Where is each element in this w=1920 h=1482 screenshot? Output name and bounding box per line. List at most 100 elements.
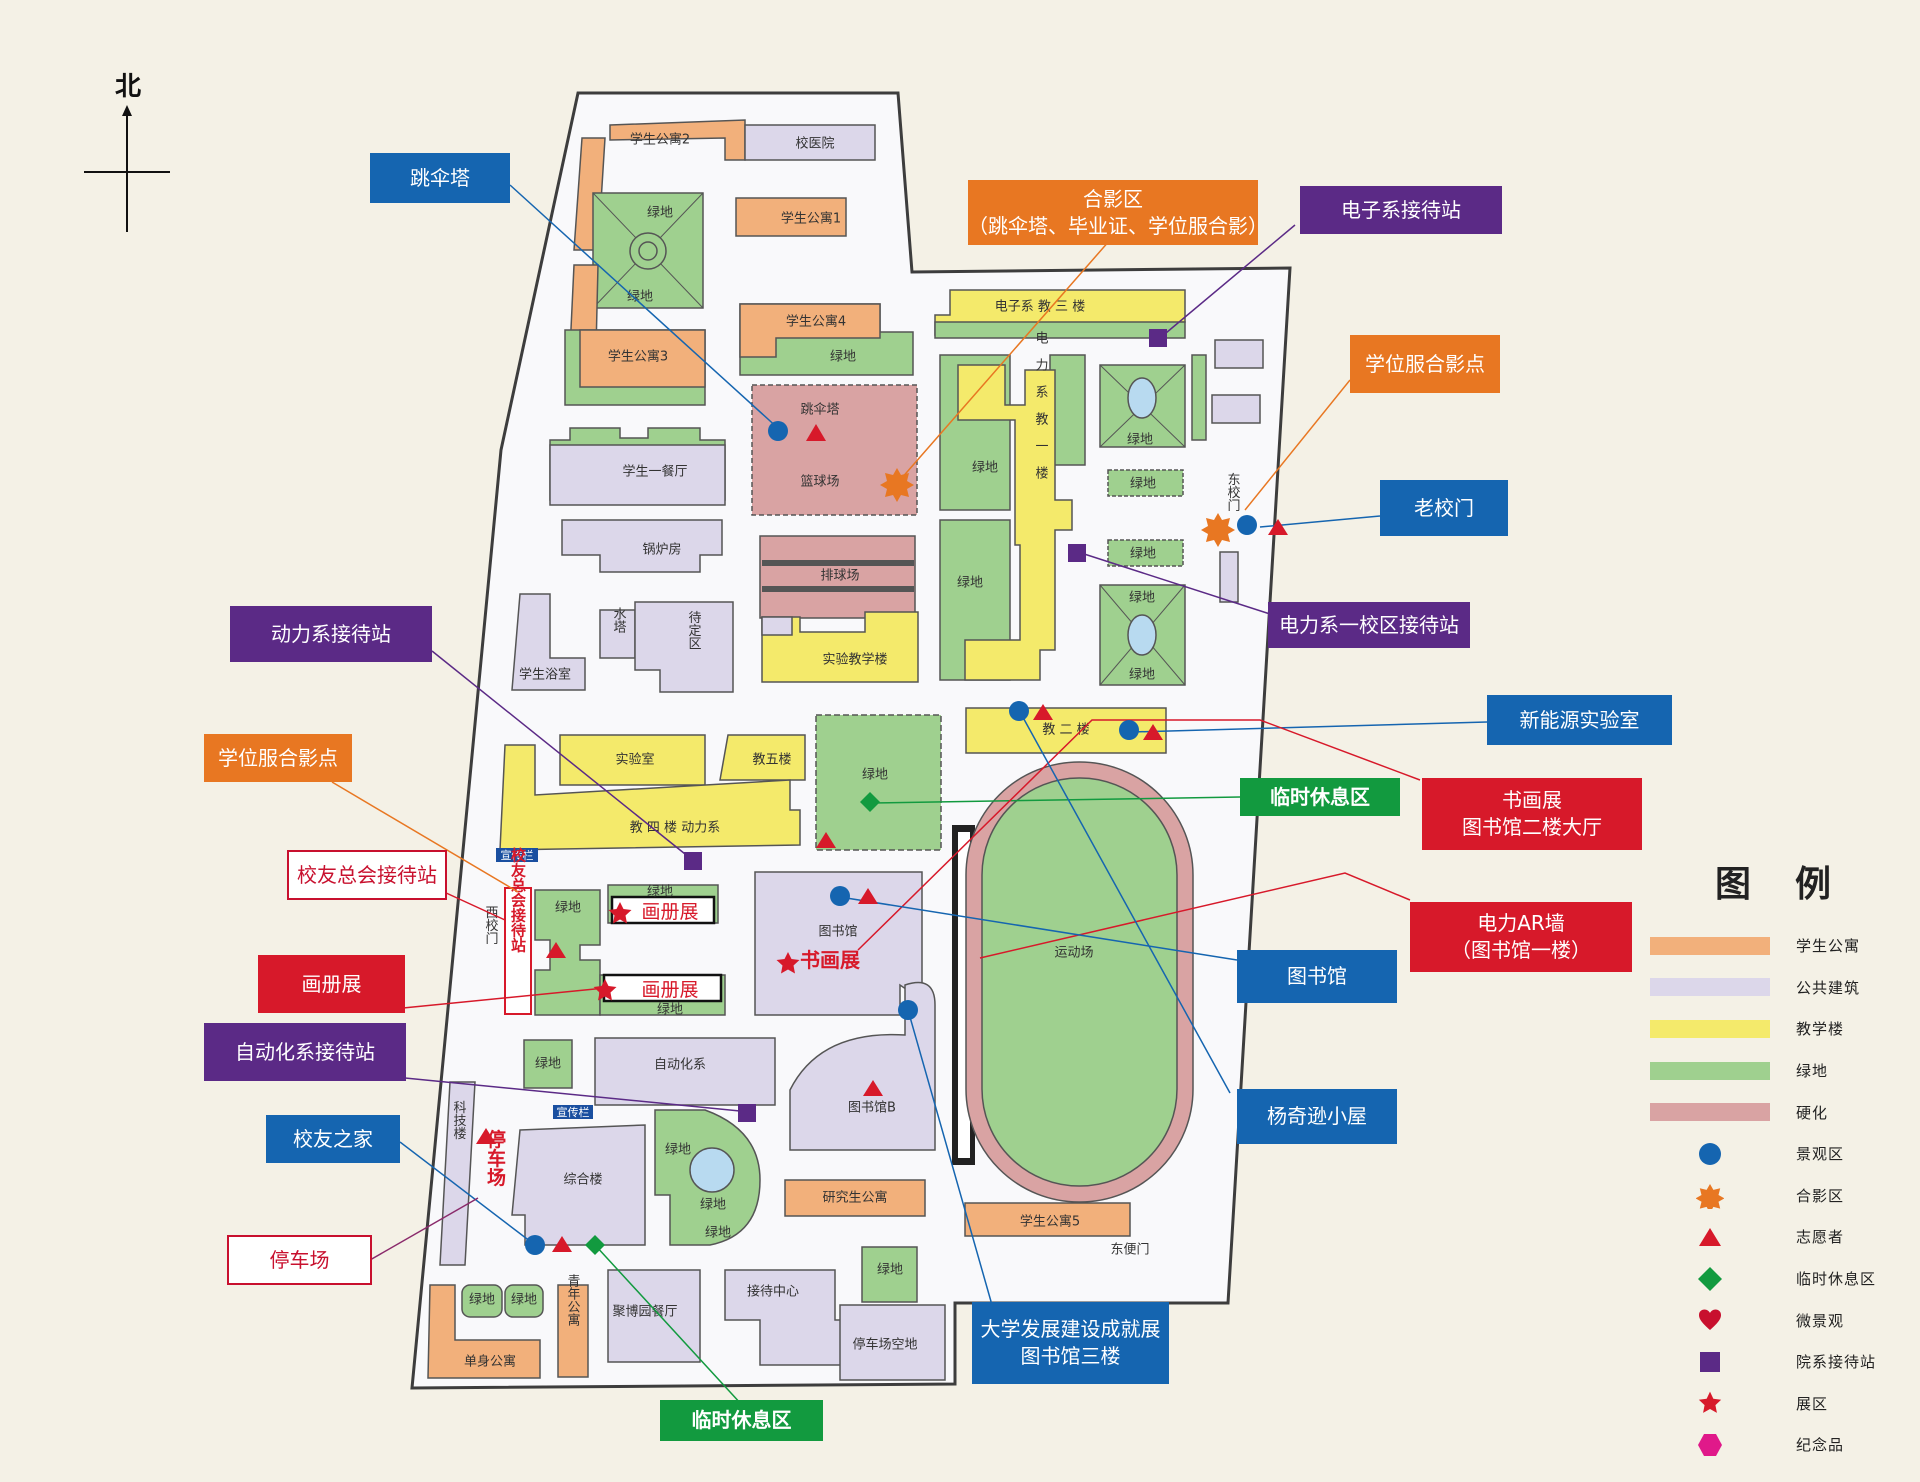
callout-album: 画册展 — [258, 955, 405, 1013]
callout-subtext: 图书馆二楼大厅 — [1462, 815, 1602, 839]
sports-field: 运动场 — [952, 761, 1194, 1203]
legend-burst-icon — [1696, 1184, 1724, 1210]
marker-volunteer-parking — [476, 1128, 496, 1144]
callout-text: 动力系接待站 — [271, 621, 391, 646]
label-tech: 科技楼 — [451, 1101, 467, 1140]
legend-item: 绿地 — [1650, 1050, 1890, 1092]
green-strip-east — [1191, 354, 1207, 441]
legend-item: 院系接待站 — [1650, 1341, 1890, 1383]
building-pending-area — [634, 601, 734, 693]
leader-gown-photo-east — [1244, 379, 1351, 511]
legend-item: 学生公寓 — [1650, 925, 1890, 967]
callout-library: 图书馆 — [1237, 950, 1397, 1003]
label-basketball-court: 篮球场 — [800, 475, 839, 490]
callout-gown-photo-east: 学位服合影点 — [1350, 335, 1500, 393]
label-boiler-room: 锅炉房 — [642, 542, 681, 558]
marker-station-automation — [738, 1104, 756, 1122]
leader-new-energy-lab — [1131, 721, 1488, 733]
pond-east-1 — [1127, 377, 1157, 419]
legend-label: 景观区 — [1796, 1145, 1845, 1164]
building-east-gatehouse — [1219, 551, 1239, 603]
label-green-e1: 绿地 — [1127, 433, 1153, 448]
label-sports-field: 运动场 — [1054, 946, 1093, 961]
building-library — [754, 871, 923, 1016]
legend-star-icon — [1698, 1391, 1722, 1414]
legend-label: 公共建筑 — [1796, 978, 1861, 997]
marker-rest-area-1 — [860, 792, 880, 812]
legend-swatch — [1650, 978, 1770, 997]
leader-ar-wall — [979, 872, 1411, 959]
label-parachute-tower: 跳伞塔 — [800, 402, 839, 418]
legend-item: 硬化 — [1650, 1091, 1890, 1133]
volleyball-divider-1 — [762, 560, 914, 566]
compass-arrow-icon — [122, 105, 132, 116]
leader-rest-area-1 — [871, 796, 1241, 804]
legend-swatch — [1650, 936, 1770, 955]
label-bathhouse: 学生浴室 — [519, 667, 571, 683]
legend-symbol — [1650, 1351, 1770, 1373]
legend-symbol — [1650, 1181, 1770, 1210]
hardened-volleyball-court — [759, 535, 916, 619]
building-lab — [559, 734, 706, 786]
building-water-tower — [599, 609, 636, 659]
legend-label: 绿地 — [1796, 1062, 1829, 1081]
callout-subtext: 图书馆三楼 — [1020, 1344, 1121, 1368]
legend-symbol — [1650, 1390, 1770, 1416]
label-jubo-canteen: 聚博园餐厅 — [612, 1304, 677, 1320]
compass-north-label: 北 — [115, 72, 141, 102]
legend-symbol — [1650, 1225, 1770, 1249]
legend-label: 合影区 — [1796, 1186, 1845, 1205]
markers — [476, 329, 1288, 1255]
callout-text: 电力AR墙 — [1477, 911, 1565, 935]
callout-subtext: （图书馆一楼） — [1451, 938, 1591, 962]
building-teaching-5 — [719, 734, 806, 781]
building-bathhouse — [511, 593, 586, 691]
label-volleyball-court: 排球场 — [820, 569, 859, 584]
notice-board-west — [496, 848, 538, 862]
building-parking-lot — [839, 1304, 946, 1381]
leader-power-engine-station — [431, 650, 696, 863]
legend-symbol — [1650, 1308, 1770, 1332]
label-notice-board-south: 宣传栏 — [557, 1105, 590, 1119]
callout-text: 电力系一校区接待站 — [1279, 612, 1459, 637]
legend-label: 学生公寓 — [1796, 937, 1861, 956]
label-green-n2: 绿地 — [627, 290, 653, 305]
label-green-apt4: 绿地 — [830, 350, 856, 365]
legend-hexagon-icon — [1698, 1433, 1722, 1456]
building-tech — [439, 1081, 476, 1266]
leader-gown-photo-west — [331, 781, 519, 893]
marker-photo-old-gate — [1201, 513, 1235, 547]
marker-station-power — [1068, 544, 1086, 562]
building-east-small-2 — [1211, 394, 1261, 424]
marker-volunteer-library-b — [863, 1080, 883, 1096]
legend-label: 志愿者 — [1796, 1228, 1845, 1247]
callout-electronics-station: 电子系接待站 — [1300, 186, 1502, 234]
building-grad-apartment — [784, 1179, 926, 1217]
label-pending-area: 待定区 — [686, 611, 702, 650]
callout-rest-area-2: 临时休息区 — [660, 1400, 823, 1441]
building-boiler-room — [561, 519, 723, 573]
callout-text: 跳伞塔 — [410, 165, 470, 190]
label-youth-apartment: 青年公寓 — [565, 1274, 581, 1326]
callout-gown-photo-west: 学位服合影点 — [204, 734, 352, 782]
legend-symbol — [1650, 1265, 1770, 1293]
legend-triangle-icon — [1699, 1227, 1721, 1246]
label-student-apartment-1: 学生公寓1 — [781, 211, 841, 227]
green-sw-2 — [504, 1284, 544, 1318]
label-grad-apartment: 研究生公寓 — [822, 1190, 887, 1206]
marker-volunteer-old-gate — [1268, 519, 1288, 535]
marker-scenic-achievement — [898, 1000, 918, 1020]
green-small-e1 — [1107, 469, 1184, 497]
label-east-gate: 东校门 — [1225, 473, 1241, 512]
callout-alumni-home: 校友之家 — [266, 1115, 400, 1163]
callout-text: 学位服合影点 — [1365, 351, 1485, 376]
label-lab: 实验室 — [615, 752, 654, 768]
legend-diamond-icon — [1698, 1266, 1722, 1291]
label-green-wc: 绿地 — [555, 901, 581, 916]
callout-rest-area-1: 临时休息区 — [1240, 778, 1400, 816]
label-reception-center: 接待中心 — [747, 1284, 799, 1300]
label-green-e2: 绿地 — [1130, 477, 1156, 492]
marker-rest-area-2 — [585, 1235, 605, 1255]
leader-lines — [331, 184, 1488, 1406]
